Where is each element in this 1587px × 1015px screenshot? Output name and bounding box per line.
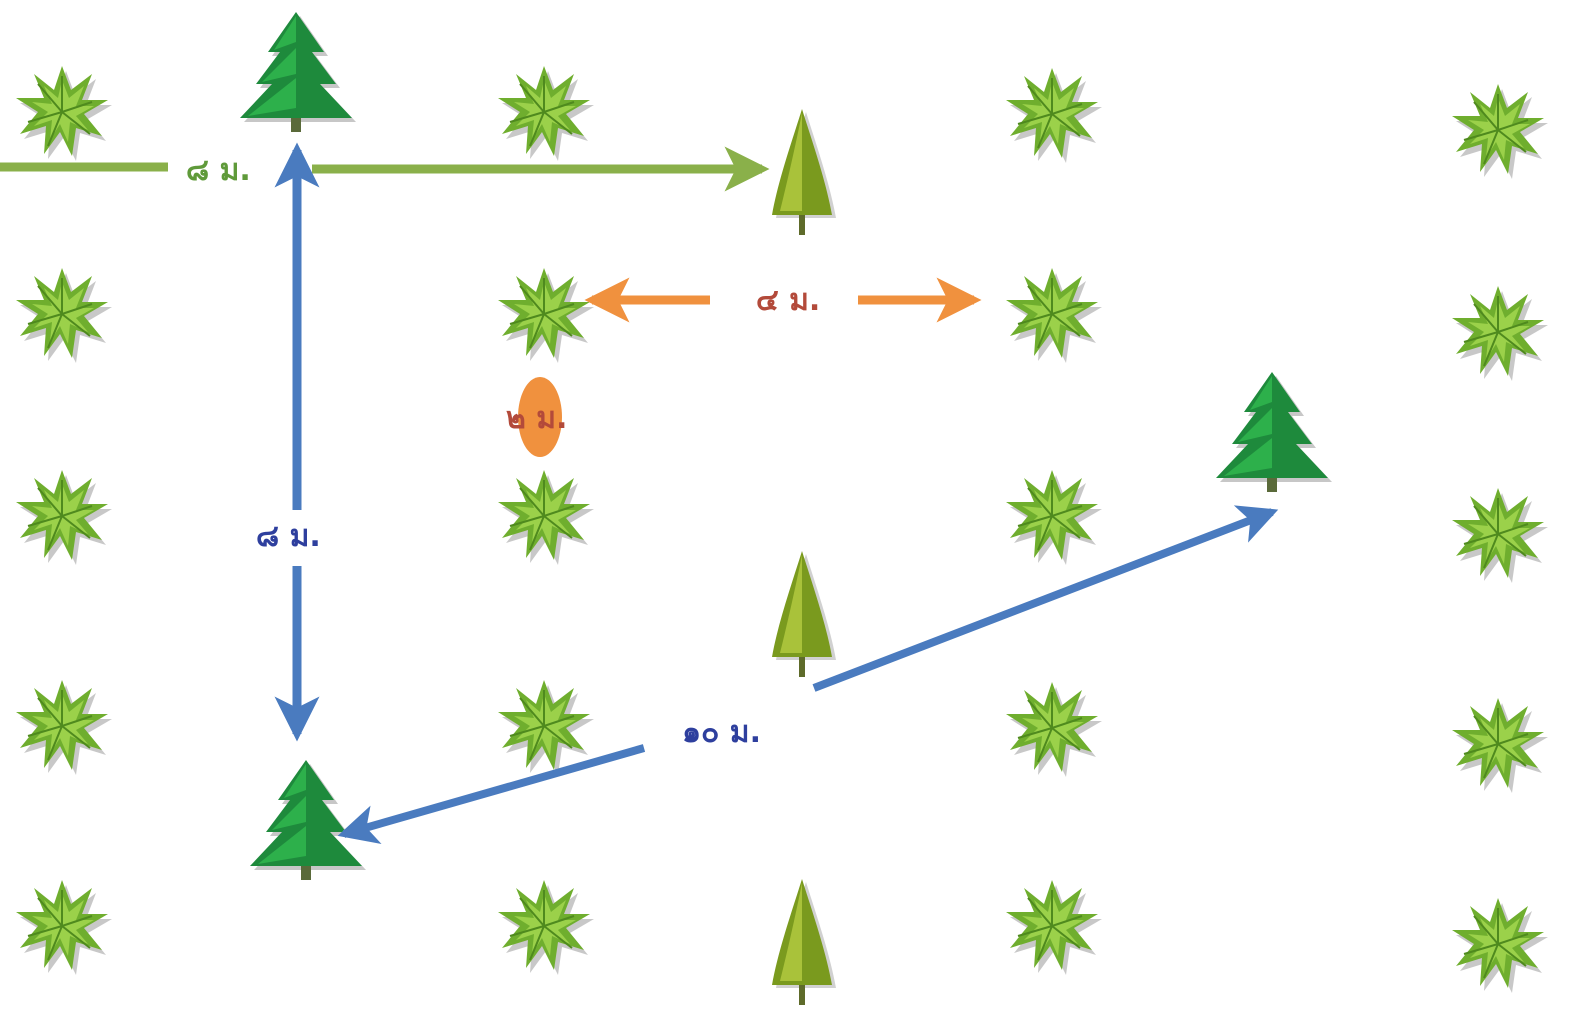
green-distance-label: ๘ ม. bbox=[186, 153, 251, 188]
spiky-shrub-icon bbox=[1005, 469, 1102, 566]
spiky-shrub-icon bbox=[1451, 83, 1548, 180]
spiky-shrub-icon bbox=[497, 469, 594, 566]
cone-tree-icon bbox=[772, 551, 836, 677]
spiky-shrub-icon bbox=[1451, 897, 1548, 994]
blue-diagonal-right bbox=[812, 505, 1279, 692]
cone-trees bbox=[772, 109, 836, 1005]
spiky-shrub-icon bbox=[15, 267, 112, 364]
spiky-shrub-icon bbox=[1451, 487, 1548, 584]
spiky-shrub-icon bbox=[1005, 267, 1102, 364]
orange-vertical-label: ๒ ม. bbox=[506, 401, 567, 436]
spiky-shrub-icon bbox=[15, 469, 112, 566]
spiky-shrub-icon bbox=[497, 879, 594, 976]
spiky-shrub-icon bbox=[497, 65, 594, 162]
orange-horizontal-label: ๔ ม. bbox=[756, 283, 820, 318]
blue-diagonal-label: ๑๐ ม. bbox=[682, 715, 761, 750]
blue-vertical-label: ๘ ม. bbox=[256, 519, 321, 554]
spiky-shrub-icon bbox=[15, 679, 112, 776]
orange-vertical-arrow: ๒ ม. bbox=[506, 377, 567, 457]
blue-vertical-arrow: ๘ ม. bbox=[256, 142, 321, 742]
spiky-shrub-icon bbox=[1005, 681, 1102, 778]
spiky-shrub-icon bbox=[497, 267, 594, 364]
pine-tree-icon bbox=[1216, 372, 1332, 492]
orange-vertical-marker bbox=[518, 377, 562, 457]
pine-tree-icon bbox=[250, 760, 366, 880]
cone-tree-icon bbox=[772, 879, 836, 1005]
green-distance-arrow: ๘ ม. bbox=[0, 146, 770, 192]
spiky-shrub-icon bbox=[15, 65, 112, 162]
spiky-shrub-icon bbox=[1005, 879, 1102, 976]
spiky-shrub-icon bbox=[497, 679, 594, 776]
spiky-shrub-icon bbox=[1451, 697, 1548, 794]
blue-diagonal-arrow: ๑๐ ม. bbox=[337, 505, 1279, 845]
spiky-shrub-icon bbox=[1005, 67, 1102, 164]
cone-tree-icon bbox=[772, 109, 836, 235]
blue-diagonal-left bbox=[337, 744, 646, 845]
pine-trees bbox=[240, 12, 1332, 880]
spiky-shrub-icon bbox=[1451, 285, 1548, 382]
spiky-shrub-icon bbox=[15, 879, 112, 976]
pine-tree-icon bbox=[240, 12, 356, 132]
orange-horizontal-arrow: ๔ ม. bbox=[584, 277, 982, 323]
